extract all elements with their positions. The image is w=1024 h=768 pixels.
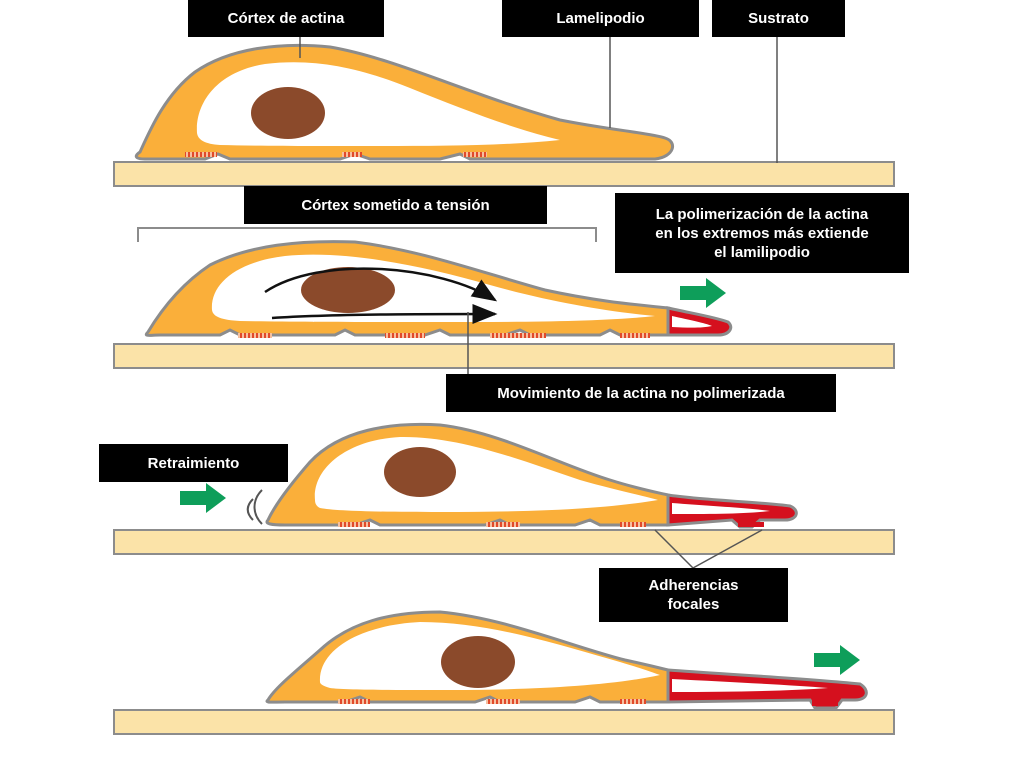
substrate-4	[113, 709, 895, 735]
cell-2	[144, 240, 733, 338]
cell-4	[265, 610, 868, 710]
cell-1-nucleus	[251, 87, 325, 139]
cell-2-adhesion-4	[620, 333, 650, 338]
cell-2-adhesion-2	[385, 333, 425, 338]
cell-4-adhesion-1	[338, 699, 370, 704]
cell-2-adhesion-1	[238, 333, 272, 338]
substrate-1	[113, 161, 895, 187]
cell-1-adhesion-1	[185, 152, 217, 157]
label-polimerizacion: La polimerización de la actina en los ex…	[615, 193, 909, 273]
cell-4-adhesion-2	[486, 699, 520, 704]
label-adherencias: Adherencias focales	[599, 568, 788, 622]
substrate-2	[113, 343, 895, 369]
label-lamelipodio: Lamelipodio	[502, 0, 699, 37]
cortical-flow-arrow-lower	[271, 304, 498, 325]
retraction-motion-lines	[246, 489, 263, 525]
cell-2-nucleus	[301, 267, 395, 313]
cell-2-lamellipodium	[666, 306, 733, 337]
cell-3-adhesion-3	[620, 522, 646, 527]
cell-3-adhesion-2	[486, 522, 520, 527]
cell-4-adhesion-4	[812, 700, 838, 706]
cell-1-adhesion-2	[342, 152, 362, 157]
cell-3-adhesion-4	[738, 522, 764, 527]
cell-3-adhesion-1	[338, 522, 370, 527]
cell-2-adhesion-3	[490, 333, 546, 338]
label-retraimiento: Retraimiento	[99, 444, 288, 482]
cell-1-adhesion-3	[463, 152, 487, 157]
cortex-tension-bracket	[137, 227, 597, 242]
cell-4-nucleus	[441, 636, 515, 688]
green-arrow-2	[680, 278, 726, 308]
substrate-3	[113, 529, 895, 555]
cell-1	[134, 43, 675, 161]
label-cortex-tension: Córtex sometido a tensión	[244, 186, 547, 224]
cell-4-adhesion-3	[620, 699, 646, 704]
green-arrow-4	[814, 645, 860, 675]
label-cortex-actina: Córtex de actina	[188, 0, 384, 37]
label-movimiento: Movimiento de la actina no polimerizada	[446, 374, 836, 412]
cell-3	[265, 422, 798, 529]
cortical-flow-arrow-upper	[264, 267, 498, 302]
green-arrow-3	[180, 483, 226, 513]
label-leader-lines	[299, 37, 778, 374]
focal-adhesion-leader-lines	[654, 529, 763, 569]
cell-3-nucleus	[384, 447, 456, 497]
label-sustrato: Sustrato	[712, 0, 845, 37]
